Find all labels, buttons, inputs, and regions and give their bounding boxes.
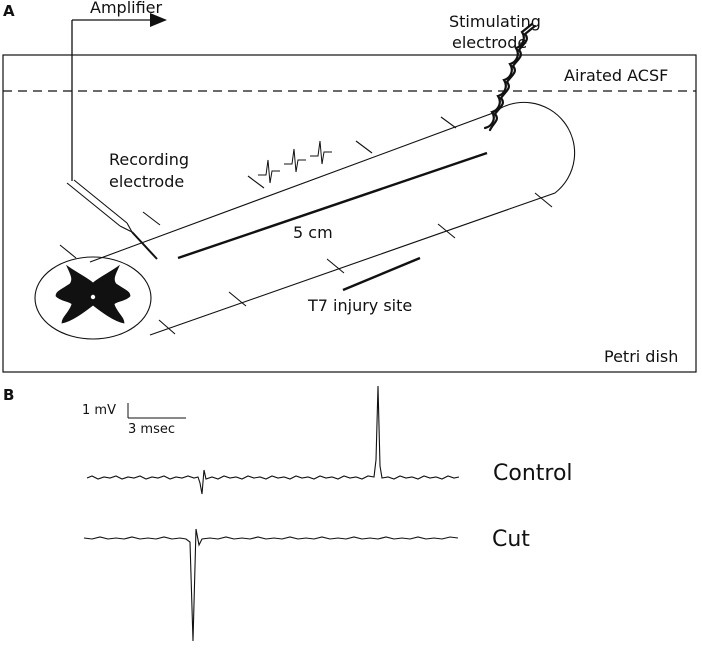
amplifier-wire [71,19,152,181]
cord-cross-section [34,256,152,340]
distance-line [177,151,488,260]
amplifier-arrowhead [150,13,167,27]
scale-bar-voltage-label: 1 mV [82,403,116,418]
cut-trace [83,528,459,642]
recording-electrode-label-line1: Recording [109,150,189,169]
recording-electrode-tip [131,231,158,260]
scale-bar [127,403,186,419]
stimulating-electrode-label-line1: Stimulating [449,12,541,31]
grey-matter-butterfly [55,264,131,324]
distance-label: 5 cm [293,223,333,242]
spinal-cord-cylinder [89,101,576,336]
central-canal [90,294,96,300]
panel-b-letter: B [3,386,14,404]
recording-electrode [66,179,133,233]
stimulating-electrode [483,22,537,132]
cord-tick-marks [59,116,553,335]
injury-site-label: T7 injury site [307,296,412,315]
petri-dish-label: Petri dish [604,347,678,366]
control-trace [86,385,460,495]
airated-acsf-label: Airated ACSF [564,66,668,85]
panel-a-letter: A [3,2,15,20]
recording-electrode-label-line2: electrode [109,172,184,191]
cut-trace-label: Cut [492,527,530,552]
amplifier-label: Amplifier [90,0,163,17]
scale-bar-time-label: 3 msec [128,422,175,437]
control-trace-label: Control [493,461,573,486]
action-potential-icons [258,140,332,184]
stimulating-electrode-label-line2: electrode [452,33,527,52]
injury-site-line [342,256,421,292]
petri-dish [2,54,697,373]
